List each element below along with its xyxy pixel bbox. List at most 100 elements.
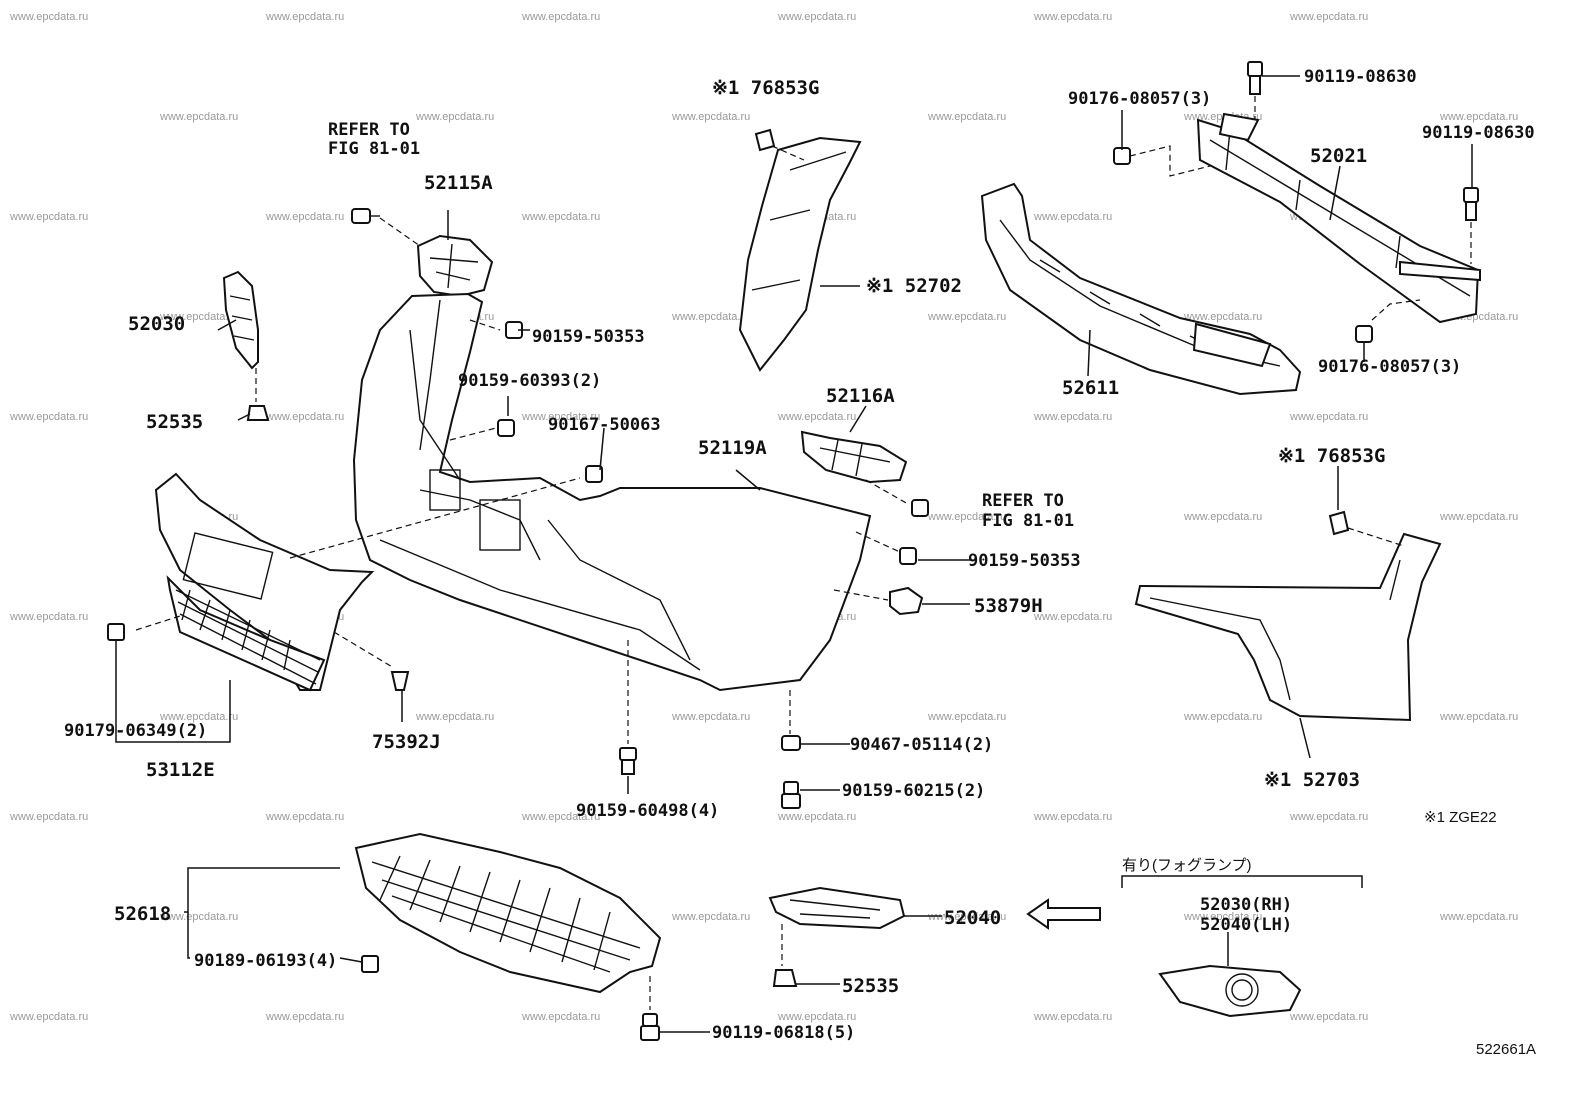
watermark-text: www.epcdata.ru — [415, 111, 494, 123]
label-90159-50353-b: 90159-50353 — [968, 551, 1081, 571]
bracket-52116A — [800, 430, 929, 517]
label-52618: 52618 — [114, 903, 171, 925]
watermark-text: www.epcdata.ru — [777, 811, 856, 823]
arrow-left-icon — [1026, 898, 1101, 930]
watermark-text: www.epcdata.ru — [9, 811, 88, 823]
watermark-text: www.epcdata.ru — [927, 911, 1006, 923]
watermark-text: www.epcdata.ru — [265, 11, 344, 23]
watermark-text: www.epcdata.ru — [521, 811, 600, 823]
reinforcement-52021 — [1196, 112, 1481, 324]
watermark-text: www.epcdata.ru — [927, 511, 1006, 523]
fender-liner-52702 — [738, 128, 862, 372]
label-90179-06349: 90179-06349(2) — [64, 721, 207, 741]
watermark-text: www.epcdata.ru — [1289, 811, 1368, 823]
clip-75392J — [333, 631, 410, 691]
leader-lines — [115, 75, 1473, 1033]
label-52702: ※1 52702 — [866, 275, 962, 297]
label-90467-05114: 90467-05114(2) — [850, 735, 993, 755]
watermark-text: www.epcdata.ru — [671, 111, 750, 123]
watermark-text: www.epcdata.ru — [1289, 411, 1368, 423]
label-52030-rh: 52030(RH) — [1200, 895, 1292, 915]
label-75392J: 75392J — [372, 731, 441, 753]
label-90176-08057-a: 90176-08057(3) — [1068, 89, 1211, 109]
label-53879H: 53879H — [974, 595, 1043, 617]
watermark-text: www.epcdata.ru — [927, 711, 1006, 723]
label-90159-50353-a: 90159-50353 — [532, 327, 645, 347]
watermark-text: www.epcdata.ru — [159, 111, 238, 123]
watermark-text: www.epcdata.ru — [671, 711, 750, 723]
label-90119-08630-b: 90119-08630 — [1422, 123, 1535, 143]
label-53112E: 53112E — [146, 759, 215, 781]
lower-bumper-53112E — [154, 472, 375, 692]
label-52115A: 52115A — [424, 172, 493, 194]
watermark-text: www.epcdata.ru — [265, 811, 344, 823]
label-52119A: 52119A — [698, 437, 767, 459]
watermark-text: www.epcdata.ru — [1439, 511, 1518, 523]
watermark-text: www.epcdata.ru — [671, 911, 750, 923]
nut-90467-05114 — [781, 690, 801, 751]
label-90159-60393: 90159-60393(2) — [458, 371, 601, 391]
bracket-52115A — [416, 234, 494, 298]
screw-90159-60498 — [619, 640, 637, 775]
watermark-text: www.epcdata.ru — [265, 211, 344, 223]
watermark-text: www.epcdata.ru — [415, 711, 494, 723]
label-90119-06818: 90119-06818(5) — [712, 1023, 855, 1043]
watermark-text: www.epcdata.ru — [1033, 11, 1112, 23]
watermark-text: www.epcdata.ru — [777, 11, 856, 23]
extension-52703 — [1134, 532, 1442, 722]
part-labels: REFER TO FIG 81-01 52115A 52030 52535 90… — [64, 67, 1536, 1058]
fog-lamp-note: 有り(フォグランプ) — [1122, 857, 1252, 874]
watermark-text: www.epcdata.ru — [1439, 911, 1518, 923]
watermark-text: www.epcdata.ru — [9, 11, 88, 23]
bolt-90159-60393 — [449, 419, 515, 441]
watermark-text: www.epcdata.ru — [9, 611, 88, 623]
watermark-text: www.epcdata.ru — [9, 411, 88, 423]
bolt-90119-08630-a — [1247, 61, 1263, 120]
clip-90189-06193 — [361, 955, 379, 973]
fog-cover-with-lamp — [1158, 932, 1302, 1018]
label-refer-top-2: FIG 81-01 — [328, 139, 420, 159]
bolt-90159-50353-b — [855, 531, 917, 565]
label-52703: ※1 52703 — [1264, 769, 1360, 791]
clip-53879H — [833, 586, 924, 616]
watermark-text: www.epcdata.ru — [521, 11, 600, 23]
diagram-id: 522661A — [1476, 1041, 1536, 1058]
bolt-90119-08630-b — [1463, 187, 1479, 264]
fog-bracket-note — [1121, 875, 1363, 888]
label-52535-bottom: 52535 — [842, 975, 899, 997]
screw-90159-60215 — [781, 781, 801, 809]
label-76853G-right: ※1 76853G — [1278, 445, 1385, 467]
watermark-text: www.epcdata.ru — [1183, 911, 1262, 923]
watermark-text: www.epcdata.ru — [1033, 1011, 1112, 1023]
screw-90119-06818 — [640, 976, 660, 1041]
label-76853G-top: ※1 76853G — [712, 77, 819, 99]
watermark-text: www.epcdata.ru — [1183, 511, 1262, 523]
fog-cover-52040 — [768, 886, 906, 987]
label-52040: 52040 — [944, 907, 1001, 929]
watermark-text: www.epcdata.ru — [521, 411, 600, 423]
bolt-90159-50353-a — [469, 319, 523, 339]
bumper-cover-52119A — [352, 292, 872, 692]
watermark-text: www.epcdata.ru — [265, 411, 344, 423]
fog-cover-52030 — [222, 270, 270, 421]
watermark-text: www.epcdata.ru — [1033, 211, 1112, 223]
label-90167-50063: 90167-50063 — [548, 415, 661, 435]
watermark-text: www.epcdata.ru — [521, 211, 600, 223]
watermark-text: www.epcdata.ru — [159, 711, 238, 723]
footnote-zge22: ※1 ZGE22 — [1424, 809, 1497, 826]
watermark-text: www.epcdata.ru — [521, 1011, 600, 1023]
label-52040-lh: 52040(LH) — [1200, 915, 1292, 935]
clip-90179-06349 — [107, 615, 181, 641]
label-refer-mid-2: FIG 81-01 — [982, 511, 1074, 531]
label-90176-08057-b: 90176-08057(3) — [1318, 357, 1461, 377]
watermark-text: www.epcdata.ru — [1439, 111, 1518, 123]
label-52611: 52611 — [1062, 377, 1119, 399]
watermark-text: www.epcdata.ru — [159, 911, 238, 923]
watermark-text: www.epcdata.ru — [9, 211, 88, 223]
watermark-text: www.epcdata.ru — [1289, 11, 1368, 23]
watermark-text: www.epcdata.ru — [671, 311, 750, 323]
label-refer-top-1: REFER TO — [328, 120, 410, 140]
watermark-text: www.epcdata.ru — [1033, 611, 1112, 623]
